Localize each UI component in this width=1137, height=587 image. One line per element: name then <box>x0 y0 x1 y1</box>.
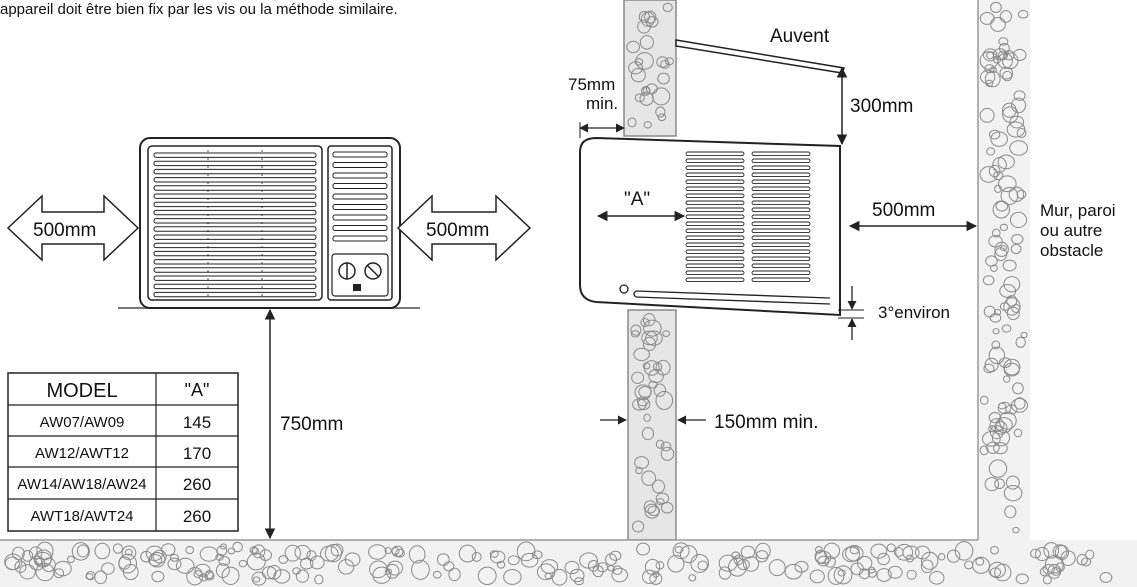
right-clearance-arrow-icon <box>396 194 532 262</box>
model-table: MODEL "A" AW07/AW09 145 AW12/AWT12 170 A… <box>7 372 239 532</box>
control-grille-louvers <box>332 151 388 242</box>
model-table-frame <box>7 372 239 532</box>
front-grille-louvers <box>153 150 317 298</box>
knob-panel <box>331 253 389 297</box>
table-row-3-model: AW14/AW18/AW24 <box>17 476 146 493</box>
table-row-4-model: AWT18/AWT24 <box>30 508 133 525</box>
wall-label-line2: ou autre <box>1040 221 1102 240</box>
table-header-model: MODEL <box>46 380 117 402</box>
side-ac-unit <box>579 136 841 317</box>
table-row-1-a: 145 <box>183 413 211 432</box>
table-row-4-a: 260 <box>183 507 211 526</box>
caption-text: appareil doit être bien fix par les vis … <box>0 1 398 18</box>
wall-clearance-label: 500mm <box>872 200 935 221</box>
table-row-2-a: 170 <box>183 444 211 463</box>
awning-height-label: 300mm <box>850 96 913 117</box>
switch-icon <box>353 284 361 291</box>
a-dimension-label: "A" <box>624 189 650 210</box>
pebble-texture <box>4 1 1113 586</box>
tilt-label: 3°environ <box>878 303 950 322</box>
wall-label-line3: obstacle <box>1040 241 1103 260</box>
side-unit-body <box>579 136 841 317</box>
front-ac-unit <box>139 137 401 309</box>
left-clearance-arrow-icon <box>6 194 140 262</box>
table-row-3-a: 260 <box>183 475 211 494</box>
wall-offset-label-line1: 75mm <box>568 75 615 94</box>
table-header-a: "A" <box>185 380 210 400</box>
awning-label: Auvent <box>770 26 830 47</box>
wall-label-line1: Mur, paroi <box>1040 201 1116 220</box>
control-panel <box>327 145 393 301</box>
wall-thickness-label: 150mm min. <box>714 412 819 433</box>
side-grille-louvers <box>685 151 811 283</box>
drain-hole-icon <box>619 284 629 294</box>
left-clearance-label: 500mm <box>33 220 96 241</box>
table-row-1-model: AW07/AW09 <box>40 414 125 431</box>
front-grille-frame <box>147 145 323 301</box>
wall-offset-label-line2: min. <box>586 94 618 113</box>
ground-band <box>0 540 1137 587</box>
lower-wall <box>627 309 677 541</box>
height-label: 750mm <box>280 414 343 435</box>
table-row-2-model: AW12/AWT12 <box>35 445 129 462</box>
right-clearance-label: 500mm <box>426 220 489 241</box>
